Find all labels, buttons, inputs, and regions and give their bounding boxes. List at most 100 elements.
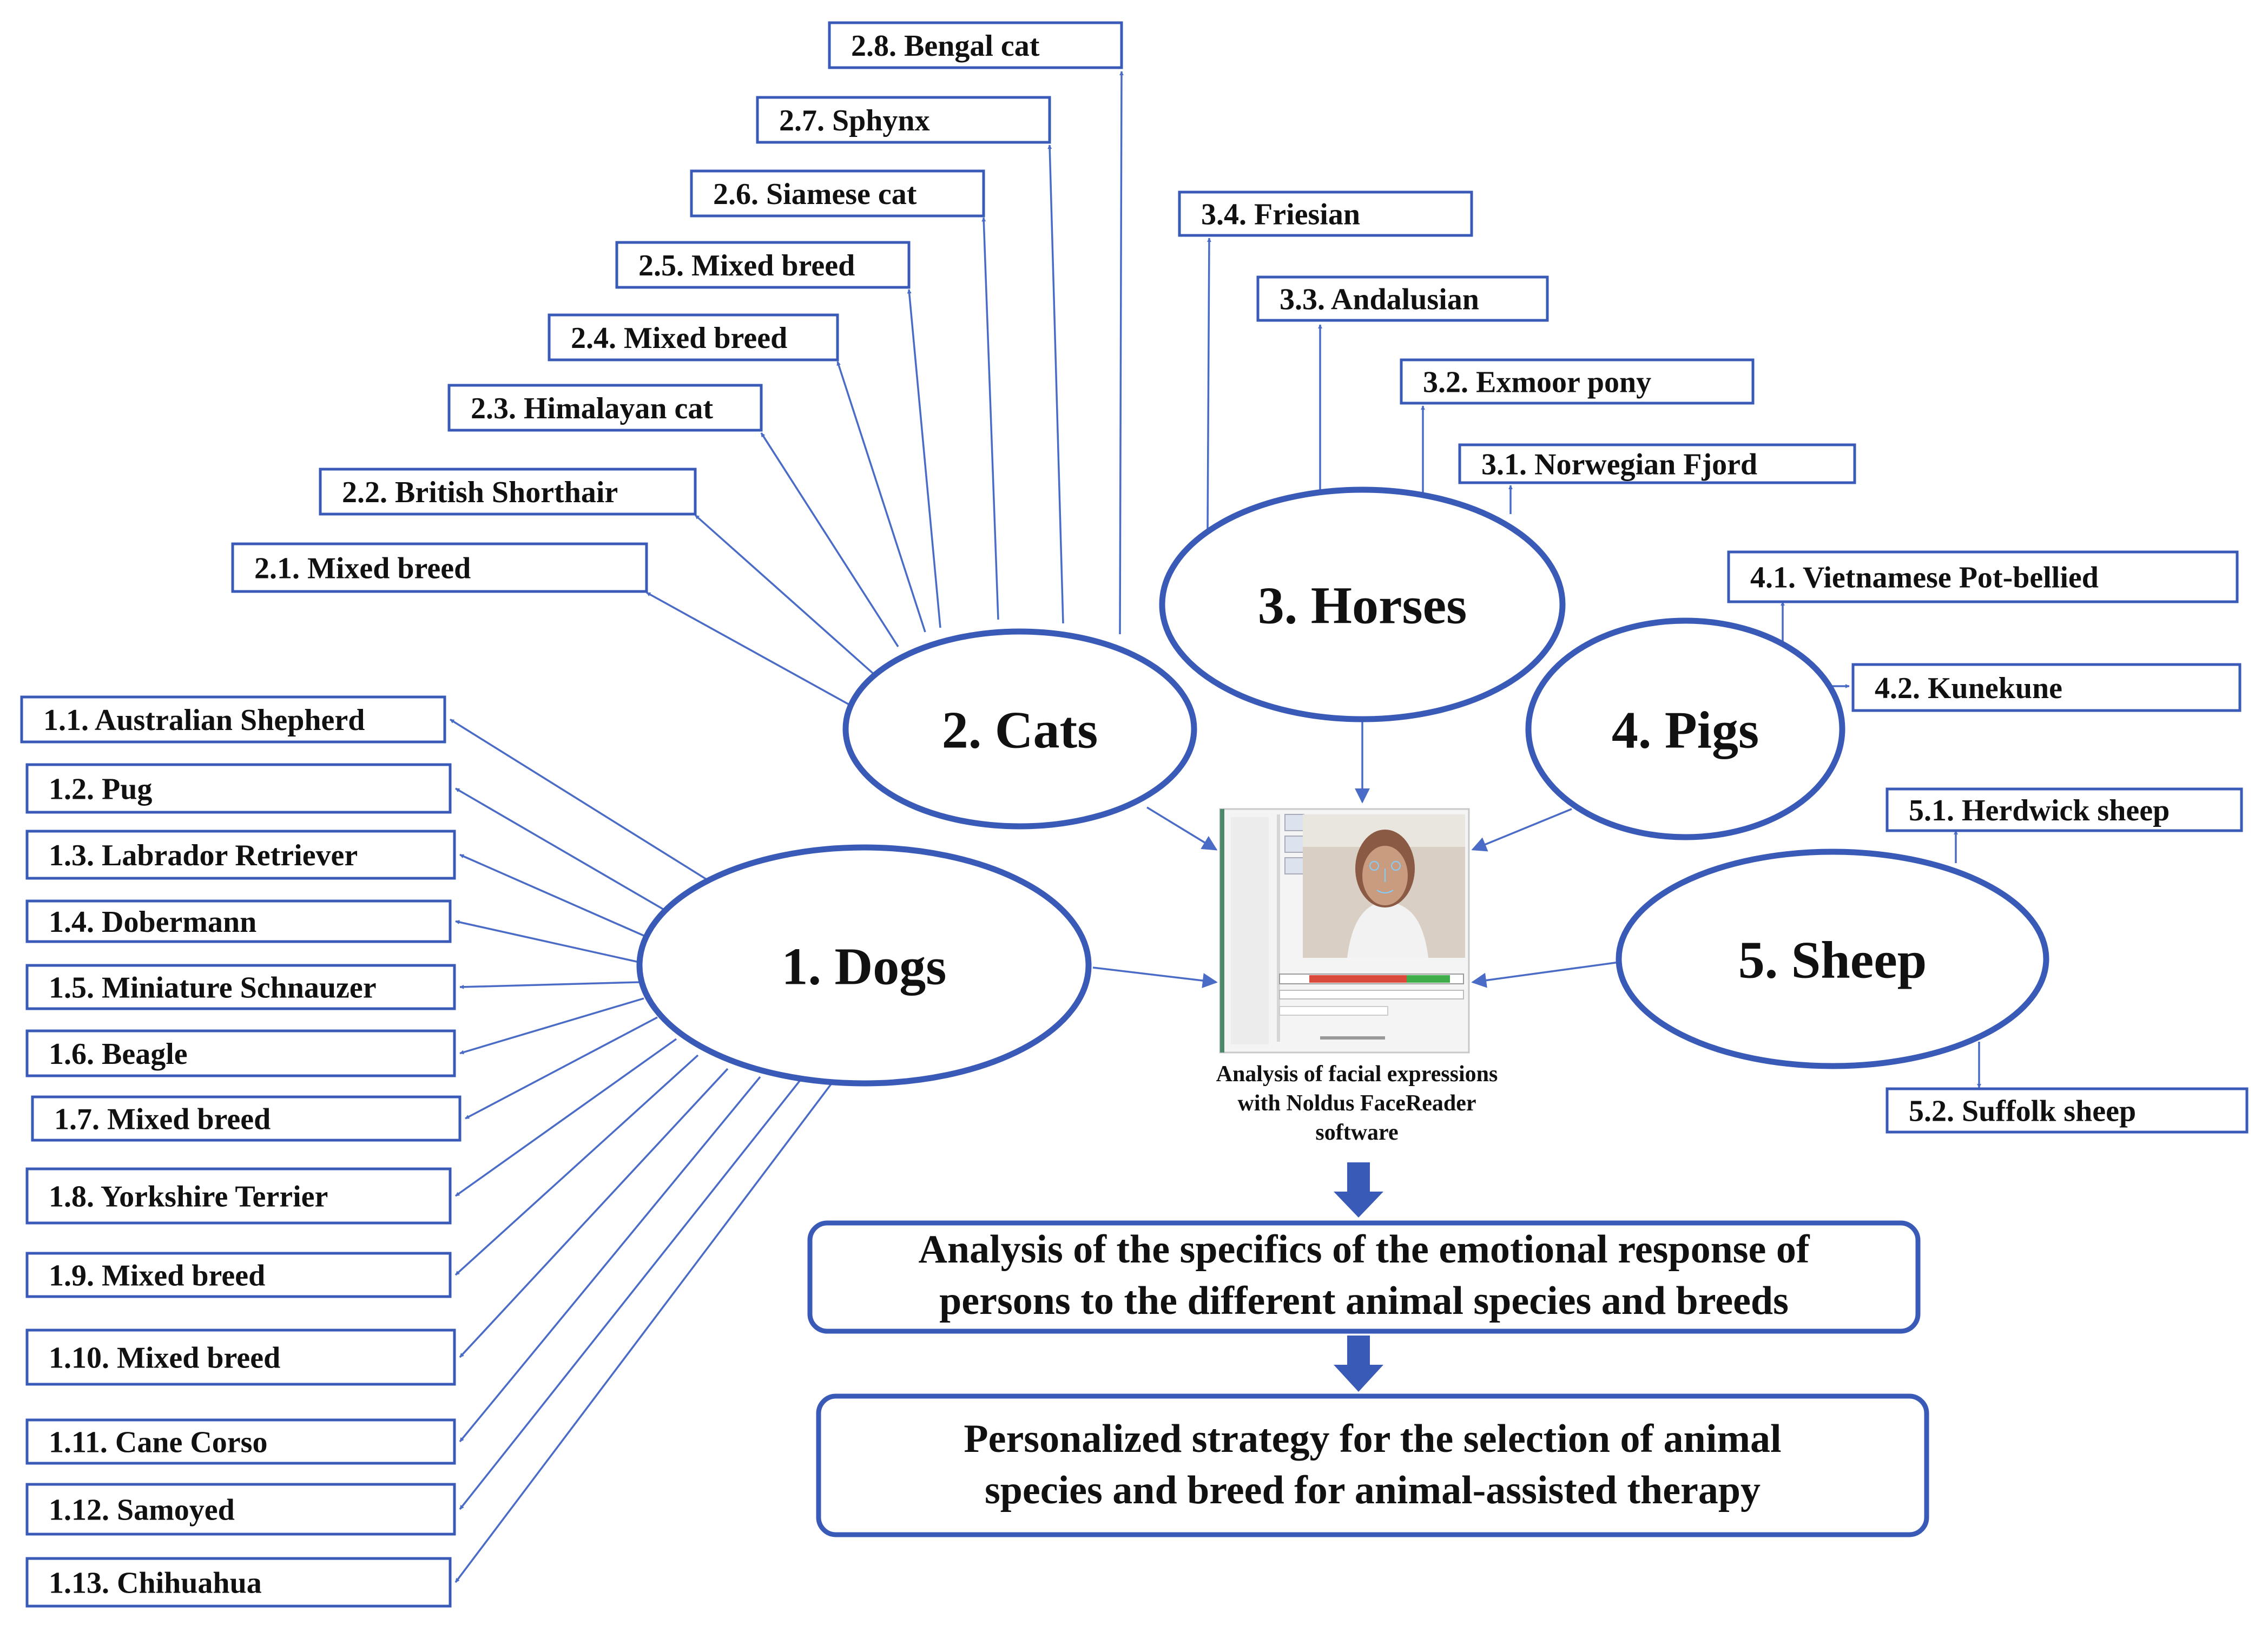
breed-box-horses-4-label: 3.4. Friesian	[1201, 198, 1360, 232]
breed-box-pigs-1	[1727, 550, 2239, 603]
species-label-horses: 3. Horses	[1258, 576, 1467, 635]
breed-box-cats-8	[828, 21, 1123, 69]
breed-box-sheep-2	[1885, 1087, 2249, 1134]
breed-box-dogs-5-label: 1.5. Miniature Schnauzer	[49, 971, 377, 1005]
breed-box-cats-1-label: 2.1. Mixed breed	[254, 552, 471, 586]
species-label-pigs: 4. Pigs	[1612, 701, 1759, 759]
breed-box-dogs-8-label: 1.8. Yorkshire Terrier	[49, 1180, 328, 1214]
breed-box-horses-3	[1256, 275, 1549, 322]
species-ellipse-sheep	[1616, 849, 2049, 1069]
breed-box-cats-3-label: 2.3. Himalayan cat	[471, 392, 713, 425]
arrow-sheep-to-facereader	[1471, 959, 1632, 988]
connector-dogs-10	[459, 1068, 729, 1358]
connector-cats-5	[907, 289, 941, 628]
breed-box-dogs-12	[25, 1483, 456, 1536]
breed-box-dogs-6	[25, 1029, 456, 1077]
breed-box-cats-2-label: 2.2. British Shorthair	[342, 476, 618, 509]
breed-box-dogs-7-label: 1.7. Mixed breed	[54, 1103, 271, 1136]
connector-dogs-8	[454, 1038, 677, 1197]
breed-box-pigs-1-label: 4.1. Vietnamese Pot-bellied	[1750, 561, 2099, 595]
species-label-cats: 2. Cats	[942, 701, 1098, 759]
connector-horses-4	[1206, 238, 1211, 534]
breed-box-horses-3-label: 3.3. Andalusian	[1280, 283, 1479, 317]
connector-cats-2	[694, 514, 878, 678]
breed-box-cats-1	[231, 542, 648, 593]
breed-box-horses-2	[1400, 358, 1755, 405]
breed-box-cats-7	[756, 96, 1051, 144]
facereader-screenshot	[1219, 808, 1470, 1054]
species-ellipse-horses	[1159, 486, 1566, 722]
breed-box-cats-6-label: 2.6. Siamese cat	[713, 177, 917, 211]
analysis-box	[807, 1220, 1921, 1334]
species-ellipses-layer: 2. Cats 3. Horses 4. Pigs 5. Sheep 1. Dogs	[636, 486, 2049, 1087]
breed-box-cats-7-label: 2.7. Sphynx	[779, 104, 930, 137]
species-ellipse-cats	[842, 628, 1197, 830]
breed-box-dogs-2	[25, 763, 452, 814]
arrow-pigs-to-facereader	[1471, 808, 1572, 852]
species-ellipse-pigs	[1525, 617, 1845, 840]
breed-box-dogs-5	[25, 964, 456, 1010]
breed-box-horses-1	[1458, 443, 1856, 484]
breed-box-sheep-1	[1885, 787, 2243, 832]
connector-dogs-11	[459, 1076, 761, 1443]
breed-box-dogs-4	[25, 899, 452, 943]
breed-box-sheep-2-label: 5.2. Suffolk sheep	[1909, 1095, 2136, 1128]
breed-box-dogs-10-label: 1.10. Mixed breed	[49, 1341, 280, 1375]
software-caption-line-2: with Noldus FaceReader	[1238, 1091, 1476, 1116]
breed-box-dogs-3-label: 1.3. Labrador Retriever	[49, 839, 358, 872]
connector-cats-7	[1047, 144, 1064, 624]
software-caption-line-1: Analysis of facial expressions	[1216, 1062, 1498, 1087]
breed-box-cats-8-label: 2.8. Bengal cat	[851, 29, 1040, 63]
connector-cats-1	[646, 591, 853, 707]
connector-dogs-12	[459, 1078, 802, 1510]
breed-box-dogs-2-label: 1.2. Pug	[49, 773, 152, 806]
breed-box-cats-5	[615, 241, 911, 289]
breed-box-cats-4	[548, 313, 839, 361]
strategy-box-line-2: species and breed for animal-assisted th…	[985, 1468, 1761, 1512]
breed-box-dogs-4-label: 1.4. Dobermann	[49, 905, 256, 939]
breed-box-dogs-11-label: 1.11. Cane Corso	[49, 1426, 267, 1459]
analysis-box-line-2: persons to the different animal species …	[939, 1279, 1789, 1323]
breed-box-dogs-1	[20, 695, 446, 744]
connector-dogs-3	[459, 853, 658, 943]
breed-box-pigs-2-label: 4.2. Kunekune	[1875, 672, 2062, 705]
breed-box-cats-6	[690, 169, 985, 218]
connector-dogs-5	[459, 981, 640, 989]
breed-box-dogs-10	[25, 1329, 456, 1386]
breed-box-dogs-11	[25, 1418, 456, 1465]
flow-arrow-down-2	[1334, 1336, 1383, 1392]
breed-box-horses-4	[1178, 190, 1473, 237]
breed-box-cats-5-label: 2.5. Mixed breed	[638, 249, 855, 282]
species-label-dogs: 1. Dogs	[782, 937, 947, 996]
strategy-box-line-1: Personalized strategy for the selection …	[964, 1417, 1781, 1461]
connector-dogs-6	[459, 997, 644, 1055]
breed-box-dogs-13	[25, 1557, 452, 1608]
connector-cats-6	[981, 217, 999, 620]
connector-dogs-4	[455, 920, 644, 964]
breed-box-dogs-6-label: 1.6. Beagle	[49, 1037, 188, 1071]
breed-boxes-layer: 1.1. Australian Shepherd 1.2. Pug 1.3. Lab…	[20, 21, 2249, 1608]
connector-dogs-1	[450, 719, 720, 889]
species-label-sheep: 5. Sheep	[1738, 931, 1927, 989]
strategy-box	[816, 1393, 1929, 1537]
species-ellipse-dogs	[636, 844, 1092, 1087]
breed-box-sheep-1-label: 5.1. Herdwick sheep	[1909, 794, 2170, 827]
breed-box-dogs-9-label: 1.9. Mixed breed	[49, 1259, 265, 1293]
breed-box-dogs-12-label: 1.12. Samoyed	[49, 1494, 235, 1527]
breed-box-horses-2-label: 3.2. Exmoor pony	[1423, 366, 1651, 399]
breed-box-dogs-1-label: 1.1. Australian Shepherd	[43, 703, 365, 737]
flow-arrow-down-1	[1334, 1162, 1383, 1218]
connector-cats-3	[760, 432, 899, 647]
connector-cats-8	[1119, 71, 1124, 635]
breed-box-cats-4-label: 2.4. Mixed breed	[571, 321, 787, 355]
breed-box-cats-2	[319, 468, 697, 516]
connector-dogs-9	[454, 1054, 699, 1276]
connector-dogs-13	[454, 1073, 840, 1583]
connector-cats-4	[836, 361, 926, 633]
breed-box-dogs-7	[31, 1095, 461, 1142]
connector-dogs-2	[455, 787, 682, 921]
connector-dogs-7	[465, 1016, 658, 1120]
breed-box-dogs-8	[25, 1167, 452, 1225]
breed-box-cats-3	[447, 384, 763, 432]
